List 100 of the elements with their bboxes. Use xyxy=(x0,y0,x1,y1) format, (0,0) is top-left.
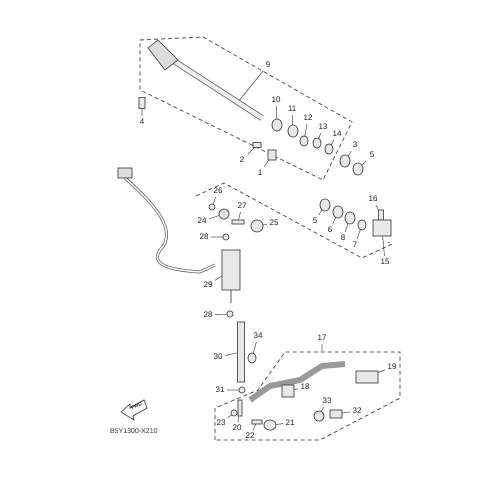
part-drawing xyxy=(208,204,216,210)
callout-number: 11 xyxy=(285,103,299,115)
part-drawing xyxy=(358,220,366,230)
part-drawing xyxy=(264,420,276,430)
leader-line xyxy=(318,210,322,216)
callout-number: 5 xyxy=(365,149,379,161)
callout-number: 28 xyxy=(197,231,211,243)
callout-number: 5 xyxy=(308,215,322,227)
part-drawing xyxy=(314,410,324,422)
part-drawing xyxy=(238,400,242,416)
part-drawing xyxy=(226,310,234,318)
callout-number: 24 xyxy=(195,215,209,227)
leader-line xyxy=(348,150,352,156)
callout-number: 14 xyxy=(330,128,344,140)
leader-line xyxy=(228,414,232,418)
callout-number: 3 xyxy=(348,139,362,151)
callout-number: 26 xyxy=(211,185,225,197)
part-drawing xyxy=(250,220,264,232)
callout-number: 8 xyxy=(336,232,350,244)
leader-line xyxy=(356,229,361,240)
leader-line xyxy=(208,215,220,220)
callout-number: 2 xyxy=(235,154,249,166)
leader-line xyxy=(238,212,241,220)
part-drawing xyxy=(252,142,262,148)
callout-number: 25 xyxy=(267,217,281,229)
callout-number: 31 xyxy=(213,384,227,396)
leader-line xyxy=(330,140,334,146)
callout-number: 1 xyxy=(253,167,267,179)
leader-line xyxy=(214,276,222,281)
part-drawing xyxy=(268,150,276,160)
callout-number: 28 xyxy=(201,309,215,321)
part-drawing xyxy=(344,212,356,224)
part-drawing xyxy=(324,144,334,154)
callout-number: 7 xyxy=(348,239,362,251)
callout-number: 33 xyxy=(320,395,334,407)
callout-number: 9 xyxy=(261,59,275,71)
callout-number: 19 xyxy=(385,361,399,373)
callout-number: 4 xyxy=(135,116,149,128)
leader-line xyxy=(238,416,240,422)
callout-number: 34 xyxy=(251,330,265,342)
part-drawing xyxy=(312,138,322,148)
leader-line xyxy=(382,236,385,256)
callout-number: 18 xyxy=(298,381,312,393)
part-drawing xyxy=(238,386,246,394)
part-drawing xyxy=(300,136,308,146)
callout-number: 6 xyxy=(323,224,337,236)
part-drawing xyxy=(332,206,344,218)
leader-line xyxy=(342,412,350,414)
part-drawing xyxy=(232,220,244,224)
leader-line xyxy=(252,424,256,430)
callout-number: 13 xyxy=(316,121,330,133)
leader-line xyxy=(304,124,308,136)
part-drawing xyxy=(138,97,146,109)
part-drawing xyxy=(237,322,245,382)
leader-line xyxy=(332,217,336,224)
leader-line xyxy=(252,342,257,354)
callout-number: 29 xyxy=(201,279,215,291)
shift-shaft-drawing xyxy=(147,39,264,121)
leader-line xyxy=(212,196,216,204)
leader-line xyxy=(292,114,294,126)
part-drawing xyxy=(356,370,378,384)
part-drawing xyxy=(330,410,342,418)
callout-number: 21 xyxy=(283,417,297,429)
callout-number: 23 xyxy=(214,417,228,429)
part-drawing xyxy=(222,234,230,240)
part-drawing xyxy=(352,162,364,176)
leader-line xyxy=(321,406,324,412)
part-drawing xyxy=(288,124,298,138)
part-drawing xyxy=(282,384,294,398)
callout-number: 27 xyxy=(235,200,249,212)
part-drawing xyxy=(222,250,240,290)
part-drawing xyxy=(248,352,256,364)
callout-number: 10 xyxy=(269,94,283,106)
part-drawing xyxy=(252,420,262,424)
leader-line xyxy=(276,106,278,120)
part-drawing xyxy=(340,154,350,168)
leader-line xyxy=(276,423,284,425)
callout-number: 32 xyxy=(350,405,364,417)
leader-line xyxy=(294,388,298,390)
part-drawing xyxy=(320,198,330,212)
leader-line xyxy=(214,314,228,315)
leader-line xyxy=(318,132,322,139)
leader-line xyxy=(224,352,238,356)
callout-number: 20 xyxy=(230,422,244,434)
leader-line xyxy=(210,236,224,238)
callout-number: 17 xyxy=(315,332,329,344)
leader-line xyxy=(238,70,264,102)
callout-number: 22 xyxy=(243,430,257,442)
part-drawing xyxy=(372,220,392,236)
leader-line xyxy=(378,370,386,373)
part-drawing xyxy=(272,118,282,132)
callout-number: 16 xyxy=(366,193,380,205)
callout-number: 30 xyxy=(211,351,225,363)
leader-line xyxy=(344,223,348,232)
part-drawing xyxy=(218,208,230,220)
leader-line xyxy=(248,147,255,154)
callout-number: 15 xyxy=(378,256,392,268)
part-drawing xyxy=(230,410,238,416)
callout-number: 12 xyxy=(301,112,315,124)
part-drawing xyxy=(378,210,384,220)
